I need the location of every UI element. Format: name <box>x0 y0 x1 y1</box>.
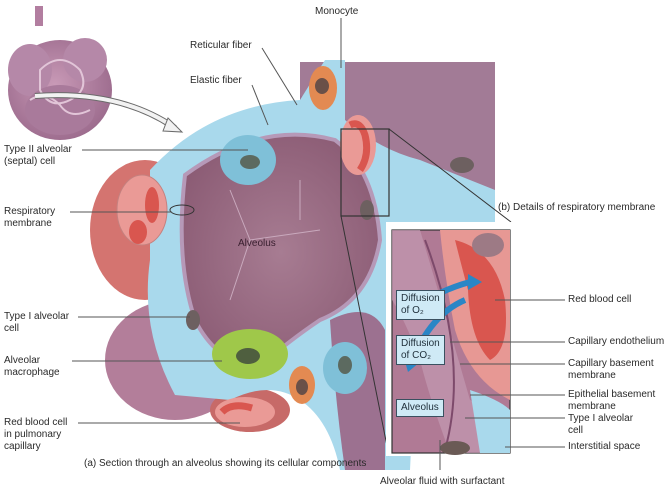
label-monocyte: Monocyte <box>315 6 359 17</box>
label-interstitial-space: Interstitial space <box>568 441 641 452</box>
label-type-i-alveolar-cell: Type I alveolar cell <box>4 311 70 334</box>
label-capillary-endothelium: Capillary endothelium <box>568 336 665 347</box>
caption-b: (b) Details of respiratory membrane <box>498 202 656 213</box>
label-type-i-alveolar-cell-b: Type I alveolar cell <box>568 413 634 436</box>
label-alveolar-macrophage: Alveolar macrophage <box>4 355 60 378</box>
label-alveolus: Alveolus <box>238 238 276 249</box>
label-epithelial-basement-membrane: Epithelial basement membrane <box>568 389 656 412</box>
alveolar-sac-thumbnail <box>8 6 112 140</box>
label-capillary-basement-membrane: Capillary basement membrane <box>568 358 654 381</box>
box-diffusion-co2: Diffusion of CO₂ <box>396 335 445 365</box>
box-diffusion-o2: Diffusion of O₂ <box>396 290 445 320</box>
label-alveolar-fluid: Alveolar fluid with surfactant <box>380 476 505 487</box>
label-reticular-fiber: Reticular fiber <box>190 40 252 51</box>
label-respiratory-membrane: Respiratory membrane <box>4 206 56 229</box>
label-elastic-fiber: Elastic fiber <box>190 75 242 86</box>
label-red-blood-cell: Red blood cell <box>568 294 632 305</box>
leader-lines <box>70 18 565 470</box>
label-type-ii-alveolar-cell: Type II alveolar (septal) cell <box>4 144 72 167</box>
box-alveolus: Alveolus <box>396 399 444 417</box>
caption-a: (a) Section through an alveolus showing … <box>84 458 367 469</box>
label-red-blood-cell-capillary: Red blood cell in pulmonary capillary <box>4 417 68 452</box>
